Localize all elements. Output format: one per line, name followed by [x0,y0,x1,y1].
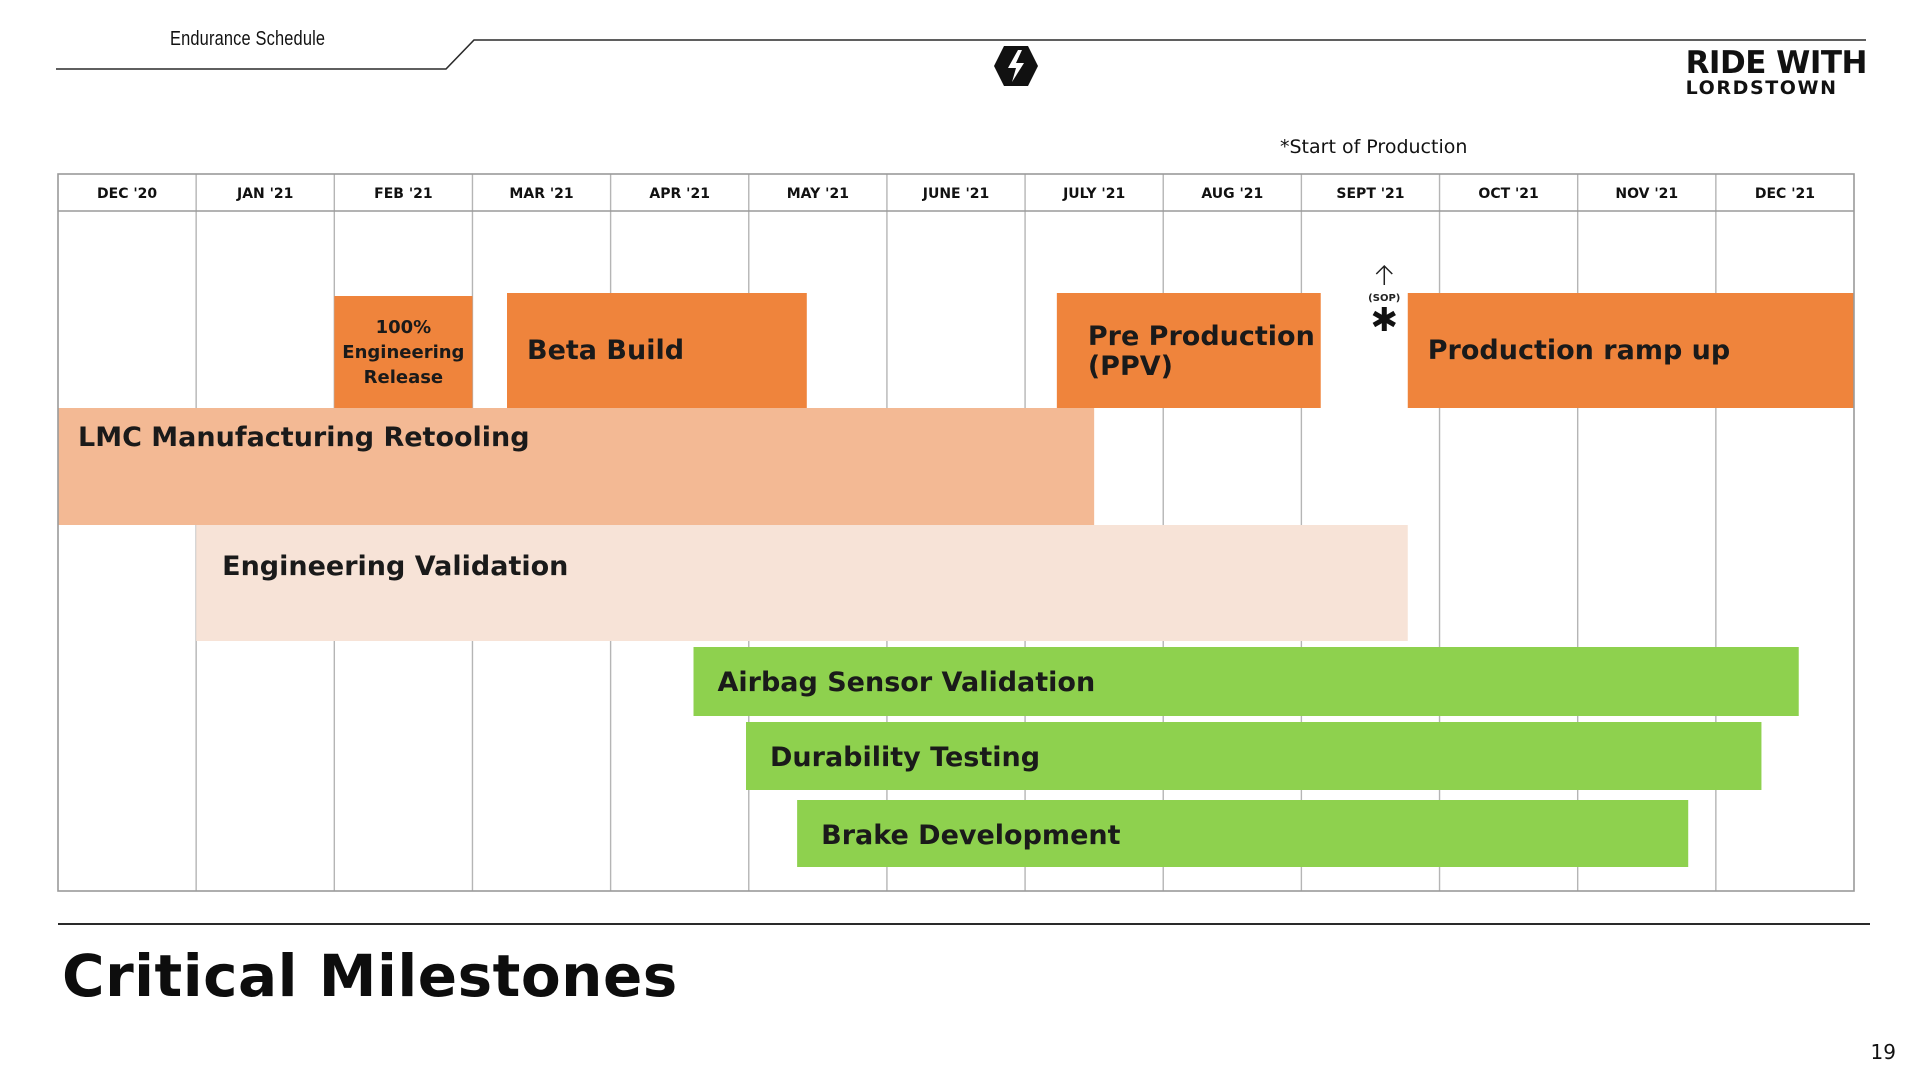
brand-line-2: LORDSTOWN [1685,77,1838,99]
asterisk-icon [1372,307,1396,331]
brand-wordmark: RIDE WITH LORDSTOWN [1685,45,1868,99]
task-label: Durability Testing [770,742,1040,773]
month-label: DEC '20 [97,186,157,202]
lordstown-bolt-logo-icon [994,46,1038,86]
task-label: Brake Development [821,820,1120,851]
task-bar [1056,293,1321,408]
task-bar [693,647,1799,716]
month-label: JAN '21 [236,186,293,202]
task-bar [196,525,1408,641]
month-label: JULY '21 [1062,186,1125,202]
task-bar [1407,293,1854,408]
task-label: Beta Build [527,335,684,366]
milestone-arrow-icon [1375,264,1393,275]
month-label: FEB '21 [374,186,432,202]
task-bar [797,800,1689,867]
gantt-chart: DEC '20 JAN '21 FEB '21 MAR '21 APR '21 MAY '… [57,173,1855,892]
milestone-label: (SOP) [1368,293,1400,304]
task-label: Pre Production(PPV) [1088,321,1315,382]
sop-note: *Start of Production [1280,136,1468,158]
task-label: LMC Manufacturing Retooling [78,422,530,453]
task-label: Production ramp up [1428,335,1730,366]
task-bar [58,408,1095,525]
month-label: JUNE '21 [922,186,990,202]
month-label: MAR '21 [509,186,573,202]
page-number: 19 [1870,1040,1896,1064]
month-label: AUG '21 [1201,186,1263,202]
month-label: SEPT '21 [1336,186,1404,202]
footer-divider [58,923,1870,925]
page-title: Critical Milestones [62,942,678,1010]
task-bar [507,293,807,408]
section-label: Endurance Schedule [170,28,326,50]
month-label: DEC '21 [1755,186,1815,202]
brand-line-1: RIDE WITH [1685,45,1868,81]
month-label: NOV '21 [1615,186,1678,202]
task-bar [746,722,1762,790]
task-bar [334,296,473,408]
month-label: APR '21 [649,186,710,202]
header-divider [56,39,1866,70]
chart-border [57,173,1855,892]
task-label: Engineering Validation [222,551,568,582]
month-label: OCT '21 [1478,186,1538,202]
task-label: Airbag Sensor Validation [718,667,1096,698]
month-label: MAY '21 [787,186,849,202]
